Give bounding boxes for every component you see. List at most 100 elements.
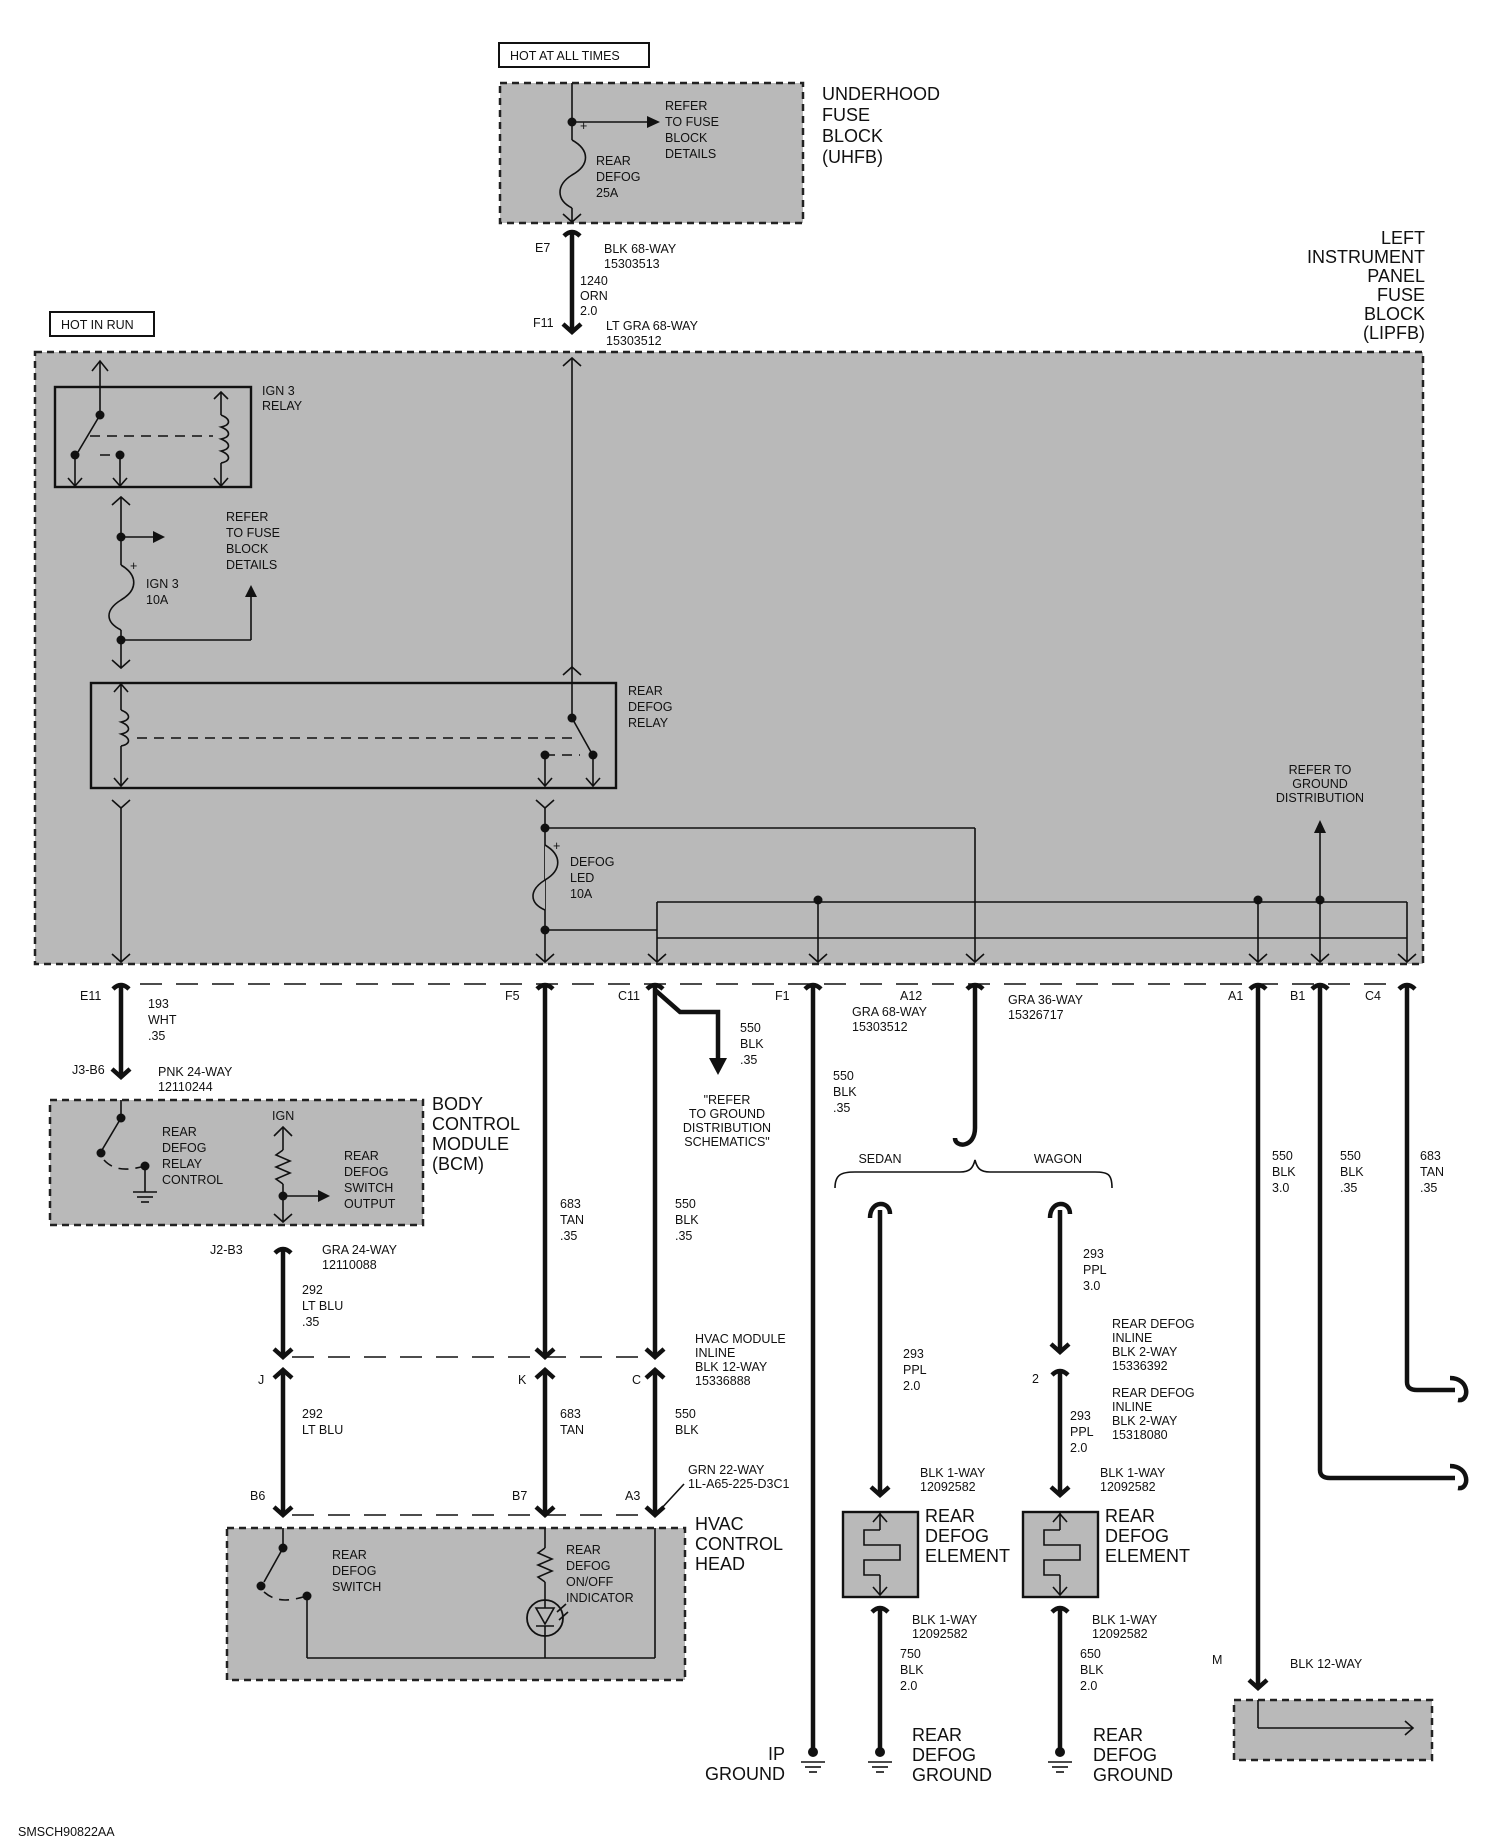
- wagon-inline-bottom-label: REAR DEFOG INLINE BLK 2-WAY 15318080: [1112, 1386, 1195, 1442]
- svg-text:BLOCK: BLOCK: [822, 126, 883, 146]
- svg-text:15336392: 15336392: [1112, 1359, 1168, 1373]
- svg-text:550: 550: [675, 1407, 696, 1421]
- diagram-code: SMSCH90822AA: [18, 1825, 115, 1839]
- svg-text:293: 293: [903, 1347, 924, 1361]
- hvac-control-head-region: [225, 1526, 687, 1682]
- svg-text:10A: 10A: [570, 887, 593, 901]
- svg-text:+: +: [553, 839, 560, 853]
- arrow-up-icon: [245, 585, 257, 597]
- svg-text:BLK: BLK: [740, 1037, 764, 1051]
- svg-text:IGN 3: IGN 3: [262, 384, 295, 398]
- svg-text:LEFT: LEFT: [1381, 228, 1425, 248]
- wire-750: [870, 1605, 890, 1752]
- svg-text:2.0: 2.0: [1080, 1679, 1097, 1693]
- svg-text:FUSE: FUSE: [822, 105, 870, 125]
- svg-text:BLK 1-WAY: BLK 1-WAY: [1100, 1466, 1166, 1480]
- svg-text:550: 550: [675, 1197, 696, 1211]
- svg-text:LT BLU: LT BLU: [302, 1423, 343, 1437]
- svg-text:DEFOG: DEFOG: [912, 1745, 976, 1765]
- lipfb-title: LEFT INSTRUMENT PANEL FUSE BLOCK (LIPFB): [1307, 228, 1425, 343]
- relay-coil-icon: [118, 709, 130, 747]
- wagon-rear-defog-element: [1021, 1510, 1100, 1599]
- svg-text:293: 293: [1083, 1247, 1104, 1261]
- svg-text:683: 683: [1420, 1149, 1441, 1163]
- svg-text:12092582: 12092582: [920, 1480, 976, 1494]
- svg-text:CONTROL: CONTROL: [695, 1534, 783, 1554]
- arrow-up-icon: [1314, 820, 1326, 833]
- svg-text:OUTPUT: OUTPUT: [344, 1197, 396, 1211]
- wire-193-label: 193 WHT .35: [148, 997, 177, 1043]
- svg-text:683: 683: [560, 1197, 581, 1211]
- sedan-ground-icon: [868, 1747, 892, 1773]
- svg-text:GROUND: GROUND: [1292, 777, 1348, 791]
- svg-text:REAR: REAR: [344, 1149, 379, 1163]
- fuse-icon: [108, 564, 135, 631]
- hvac-indicator-label: REAR DEFOG ON/OFF INDICATOR: [566, 1543, 634, 1605]
- wire-683-c4-label: 683 TAN .35: [1420, 1149, 1444, 1195]
- resistor-icon: [273, 1149, 293, 1185]
- svg-text:TO FUSE: TO FUSE: [226, 526, 280, 540]
- svg-text:BLK 2-WAY: BLK 2-WAY: [1112, 1414, 1178, 1428]
- wire-1240-label: 1240 ORN 2.0: [580, 274, 608, 318]
- wire-650: [1050, 1605, 1070, 1752]
- hvac-switch-label: REAR DEFOG SWITCH: [332, 1548, 381, 1594]
- svg-text:BLK: BLK: [675, 1213, 699, 1227]
- svg-text:SWITCH: SWITCH: [344, 1181, 393, 1195]
- svg-text:LED: LED: [570, 871, 594, 885]
- svg-text:PPL: PPL: [1070, 1425, 1094, 1439]
- pin-b7: B7: [512, 1489, 527, 1503]
- svg-text:DEFOG: DEFOG: [1093, 1745, 1157, 1765]
- uhfb-circuit: [559, 83, 660, 224]
- wire-550-lower: [644, 1366, 666, 1519]
- wire-292-lower: [272, 1366, 294, 1519]
- ip-ground-icon: [801, 1747, 825, 1773]
- svg-text:TO FUSE: TO FUSE: [665, 115, 719, 129]
- svg-text:HVAC MODULE: HVAC MODULE: [695, 1332, 786, 1346]
- pin-f5: F5: [505, 989, 520, 1003]
- svg-text:INDICATOR: INDICATOR: [566, 1591, 634, 1605]
- wire-1240: [561, 229, 583, 336]
- svg-text:2.0: 2.0: [580, 304, 597, 318]
- hvac-inline-label: HVAC MODULE INLINE BLK 12-WAY 15336888: [695, 1332, 786, 1388]
- svg-text:2.0: 2.0: [903, 1379, 920, 1393]
- f1-connector-label: GRA 68-WAY 15303512: [852, 1005, 928, 1034]
- pin-a3: A3: [625, 1489, 640, 1503]
- svg-text:BLOCK: BLOCK: [226, 542, 269, 556]
- svg-text:15303512: 15303512: [852, 1020, 908, 1034]
- svg-text:292: 292: [302, 1407, 323, 1421]
- svg-text:PPL: PPL: [1083, 1263, 1107, 1277]
- sedan-element-title: REAR DEFOG ELEMENT: [925, 1506, 1010, 1566]
- svg-text:BLK: BLK: [900, 1663, 924, 1677]
- svg-text:25A: 25A: [596, 186, 619, 200]
- svg-text:3.0: 3.0: [1272, 1181, 1289, 1195]
- svg-text:UNDERHOOD: UNDERHOOD: [822, 84, 940, 104]
- svg-text:REAR: REAR: [925, 1506, 975, 1526]
- svg-text:GRA 68-WAY: GRA 68-WAY: [852, 1005, 928, 1019]
- svg-text:DEFOG: DEFOG: [1105, 1526, 1169, 1546]
- svg-text:BLK 1-WAY: BLK 1-WAY: [920, 1466, 986, 1480]
- svg-text:BLK: BLK: [833, 1085, 857, 1099]
- svg-text:.35: .35: [675, 1229, 692, 1243]
- svg-text:12110244: 12110244: [158, 1080, 213, 1094]
- svg-text:3.0: 3.0: [1083, 1279, 1100, 1293]
- svg-text:DEFOG: DEFOG: [628, 700, 672, 714]
- svg-text:DEFOG: DEFOG: [162, 1141, 206, 1155]
- bcm-ign-label: IGN: [272, 1109, 294, 1123]
- hvac-head-circuit: [256, 1528, 656, 1659]
- svg-text:ORN: ORN: [580, 289, 608, 303]
- svg-text:DEFOG: DEFOG: [332, 1564, 376, 1578]
- svg-text:REAR: REAR: [596, 154, 631, 168]
- svg-text:INLINE: INLINE: [1112, 1400, 1152, 1414]
- arrow-down-icon: [709, 1058, 727, 1075]
- svg-text:DEFOG: DEFOG: [566, 1559, 610, 1573]
- wire-550-b1: [1310, 982, 1469, 1491]
- svg-text:ON/OFF: ON/OFF: [566, 1575, 614, 1589]
- ign3-fuse-label: IGN 3 10A: [146, 577, 179, 607]
- svg-text:GROUND: GROUND: [912, 1765, 992, 1785]
- svg-text:.35: .35: [740, 1053, 757, 1067]
- svg-text:DEFOG: DEFOG: [344, 1165, 388, 1179]
- pin-f11: F11: [533, 316, 554, 330]
- svg-text:BLK: BLK: [1340, 1165, 1364, 1179]
- m-connector-region: [1232, 1698, 1434, 1762]
- wire-550-b1-label: 550 BLK .35: [1340, 1149, 1364, 1195]
